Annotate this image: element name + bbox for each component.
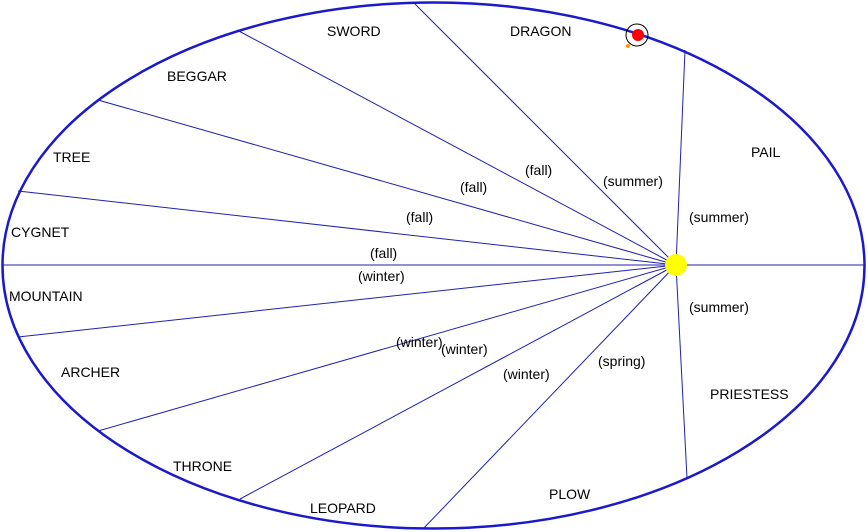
sun (665, 254, 687, 276)
season-label-fall-cygnet: (fall) (370, 245, 397, 261)
season-label-fall-tree: (fall) (406, 209, 433, 225)
planet (632, 29, 644, 41)
sector-label-pail: PAIL (751, 144, 781, 160)
season-label-summer-pail: (summer) (689, 209, 749, 225)
spoke-plow-leopard (422, 264, 677, 530)
season-label-winter-archer: (winter) (396, 334, 443, 350)
season-label-spring-plow: (spring) (598, 353, 645, 369)
season-label-summer-priestess: (summer) (689, 299, 749, 315)
spoke-dragon-pail (675, 49, 686, 266)
sector-label-priestess: PRIESTESS (710, 386, 789, 402)
spoke-throne-archer (97, 264, 677, 432)
spoke-sword-dragon (412, 1, 677, 266)
season-label-fall-sword: (fall) (525, 162, 552, 178)
planet-ring (625, 23, 649, 47)
spoke-archer-mountain (17, 264, 677, 338)
sector-label-cygnet: CYGNET (11, 224, 70, 240)
sector-label-dragon: DRAGON (510, 23, 571, 39)
spoke-leopard-throne (239, 264, 677, 500)
spoke-tree-beggar (97, 99, 677, 266)
sector-label-sword: SWORD (327, 23, 381, 39)
sector-label-archer: ARCHER (61, 364, 120, 380)
sector-label-beggar: BEGGAR (167, 68, 227, 84)
season-label-winter-throne: (winter) (441, 341, 488, 357)
spoke-priestess-plow (675, 264, 688, 479)
moon (626, 44, 630, 48)
spoke-cygnet-tree (17, 190, 677, 266)
season-label-summer-dragon: (summer) (603, 173, 663, 189)
season-label-winter-mountain: (winter) (358, 268, 405, 284)
sector-label-throne: THRONE (173, 458, 232, 474)
season-label-winter-leopard: (winter) (503, 366, 550, 382)
sector-label-leopard: LEOPARD (310, 500, 376, 516)
sector-label-mountain: MOUNTAIN (9, 288, 83, 304)
season-labels: (fall) (fall) (fall) (fall) (summer) (su… (358, 162, 749, 382)
planet-group (625, 23, 649, 48)
sector-label-plow: PLOW (549, 486, 591, 502)
sector-label-tree: TREE (53, 149, 90, 165)
sector-labels: SWORD DRAGON PAIL PRIESTESS PLOW LEOPARD… (9, 23, 789, 516)
season-label-fall-beggar: (fall) (460, 179, 487, 195)
spoke-beggar-sword (236, 29, 677, 266)
